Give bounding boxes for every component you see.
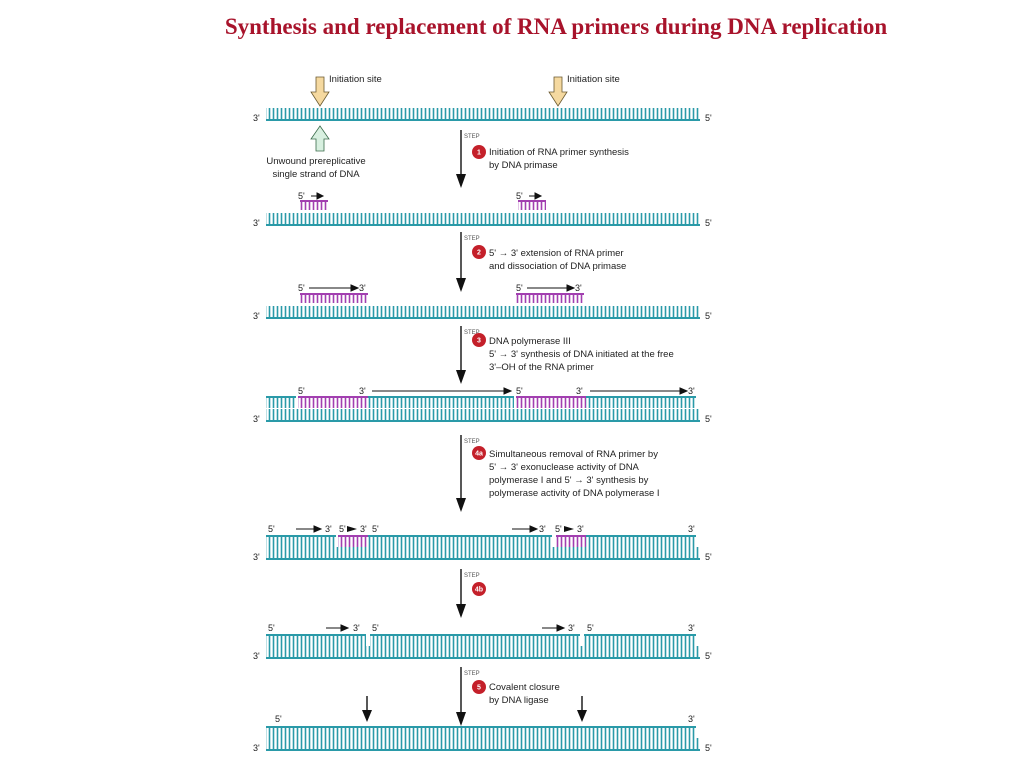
five-prime-label: 5' [705, 743, 712, 753]
primer-five-label: 5' [516, 191, 523, 201]
five-prime-label: 5' [705, 113, 712, 123]
step-3-line-2: 5' → 3' synthesis of DNA initiated at th… [489, 349, 674, 360]
step-4a-line-4: polymerase activity of DNA polymerase I [489, 488, 660, 499]
step-5: STEP 5 Covalent closure by DNA ligase [362, 667, 587, 726]
step-number-4b: 4b [475, 587, 483, 594]
dna-row-7: 5' 3' 3' 5' [253, 714, 712, 753]
initiation-site-label-1: Initiation site [329, 74, 382, 85]
page-title: Synthesis and replacement of RNA primers… [224, 14, 888, 39]
step-4b: STEP 4b [456, 569, 486, 618]
step-badge-4b [472, 582, 486, 596]
final-five-label: 5' [275, 714, 282, 724]
three-prime-label: 3' [253, 218, 260, 228]
fragment-three-label: 3' [539, 524, 546, 534]
five-prime-label: 5' [705, 651, 712, 661]
primer-five-label: 5' [516, 283, 523, 293]
step-word: STEP [464, 671, 480, 677]
step-number-5: 5 [477, 685, 481, 692]
step-4a: STEP 4a Simultaneous removal of RNA prim… [456, 435, 660, 512]
fragment-three-label: 3' [568, 623, 575, 633]
step-badge-2 [472, 245, 486, 259]
primer-three-label: 3' [575, 283, 582, 293]
step-badge-4a [472, 446, 486, 460]
step-4a-line-3: polymerase I and 5' → 3' synthesis by [489, 475, 649, 486]
three-prime-label: 3' [253, 414, 260, 424]
primer-five-label: 5' [298, 283, 305, 293]
fragment-three-label: 3' [325, 524, 332, 534]
step-4a-line-2: 5' → 3' exonuclease activity of DNA [489, 462, 640, 473]
step-5-line-1: Covalent closure [489, 682, 560, 693]
primer-five-label: 5' [298, 191, 305, 201]
primer-three-label: 3' [359, 386, 366, 396]
step-badge-5 [472, 680, 486, 694]
dna-row-2: 5' 5' 3' 5' [253, 191, 712, 228]
okazaki-three-label: 3' [688, 524, 695, 534]
initiation-site-label-2: Initiation site [567, 74, 620, 85]
five-prime-label: 5' [705, 414, 712, 424]
step-4a-line-1: Simultaneous removal of RNA primer by [489, 449, 658, 460]
primer-five-label: 5' [298, 386, 305, 396]
dna-row-5: 5' 3' 5' 3' 5' 3' 5' 3' 3' 3' 5' [253, 524, 712, 562]
dna-row-4: 5' 3' 5' 3' 3' 3' 5' [253, 386, 712, 424]
step-1: STEP 1 Initiation of RNA primer synthesi… [456, 130, 629, 188]
okazaki-three-label: 3' [688, 623, 695, 633]
primer-three-label: 3' [577, 524, 584, 534]
five-prime-label: 5' [705, 552, 712, 562]
three-prime-label: 3' [253, 651, 260, 661]
step-2: STEP 2 5' → 3' extension of RNA primer a… [456, 232, 626, 292]
primer-five-label: 5' [339, 524, 346, 534]
dna-row-6: 5' 3' 5' 3' 5' 3' 3' 5' [253, 623, 712, 661]
three-prime-label: 3' [253, 552, 260, 562]
step-number-1: 1 [477, 150, 481, 157]
dna-row-3: 5' 3' 5' 3' 3' 5' [253, 283, 712, 321]
fragment-five-label: 5' [587, 623, 594, 633]
final-three-label: 3' [688, 714, 695, 724]
okazaki-five-label: 5' [516, 386, 523, 396]
step-3-line-1: DNA polymerase III [489, 336, 571, 347]
five-prime-label: 5' [705, 218, 712, 228]
primer-three-label: 3' [359, 283, 366, 293]
step-2-line-1: 5' → 3' extension of RNA primer [489, 248, 624, 259]
step-number-2: 2 [477, 250, 481, 257]
fragment-five-label: 5' [372, 524, 379, 534]
three-prime-label: 3' [253, 311, 260, 321]
step-1-line-2: by DNA primase [489, 160, 558, 171]
fragment-five-label: 5' [268, 524, 275, 534]
step-3-line-3: 3'–OH of the RNA primer [489, 362, 594, 373]
step-word: STEP [464, 439, 480, 445]
step-word: STEP [464, 236, 480, 242]
primer-five-label: 5' [555, 524, 562, 534]
step-word: STEP [464, 330, 480, 336]
unwound-strand-label-1: Unwound prereplicative [266, 156, 365, 167]
step-badge-3 [472, 333, 486, 347]
five-prime-label: 5' [705, 311, 712, 321]
unwound-strand-label-2: single strand of DNA [272, 169, 360, 180]
step-5-line-2: by DNA ligase [489, 695, 549, 706]
fragment-five-label: 5' [268, 623, 275, 633]
primer-three-label: 3' [360, 524, 367, 534]
step-3: STEP 3 DNA polymerase III 5' → 3' synthe… [456, 326, 674, 384]
dna-row-1: 3' 5' [253, 108, 712, 123]
step-number-4a: 4a [475, 451, 483, 458]
step-word: STEP [464, 134, 480, 140]
step-1-line-1: Initiation of RNA primer synthesis [489, 147, 629, 158]
initiation-site-arrow-2 [548, 76, 568, 107]
step-word: STEP [464, 573, 480, 579]
fragment-three-label: 3' [353, 623, 360, 633]
okazaki-three-label: 3' [688, 386, 695, 396]
fragment-five-label: 5' [372, 623, 379, 633]
primer-three-label: 3' [576, 386, 583, 396]
step-badge-1 [472, 145, 486, 159]
unwound-strand-arrow [310, 125, 330, 152]
initiation-site-arrow-1 [310, 76, 330, 107]
three-prime-label: 3' [253, 743, 260, 753]
three-prime-label: 3' [253, 113, 260, 123]
step-number-3: 3 [477, 338, 481, 345]
step-2-line-2: and dissociation of DNA primase [489, 261, 626, 272]
